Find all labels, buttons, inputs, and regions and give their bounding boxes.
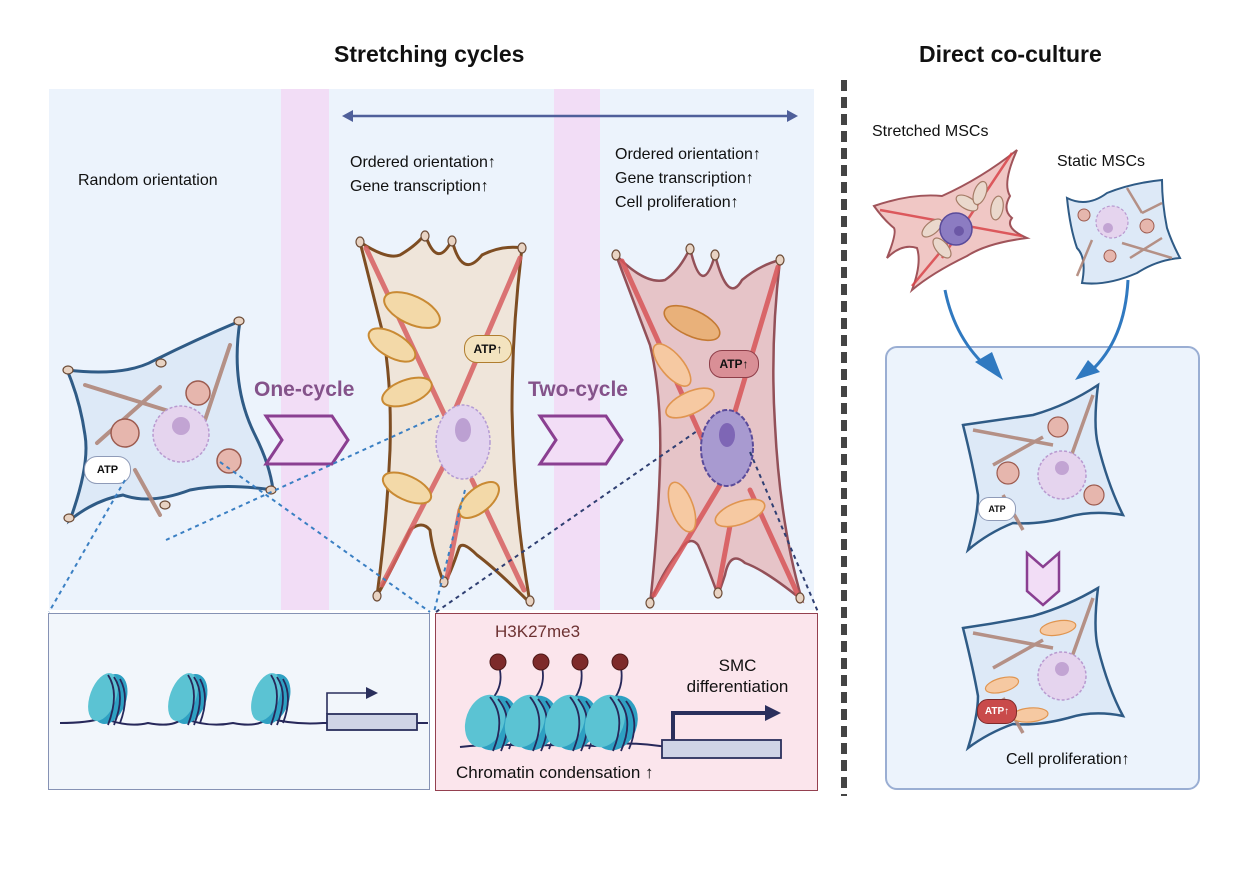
stretched-mscs-label: Stretched MSCs — [872, 123, 989, 140]
gene-box — [326, 713, 418, 731]
static-msc-cell — [1065, 178, 1182, 285]
mitochondria-round — [110, 380, 242, 474]
mitochondria-elongated — [367, 291, 500, 519]
one-cycle-cell — [355, 230, 535, 608]
label-ordered-orientation: Ordered orientation↑ — [350, 154, 496, 171]
coculture-atp-before: ATP — [978, 497, 1016, 521]
gene-box — [661, 739, 782, 759]
two-cycle-cell — [611, 243, 805, 609]
label-gene-transcription: Gene transcription↑ — [350, 178, 489, 195]
condensed-chromatin-diagram — [459, 653, 782, 759]
coculture-cell-after — [961, 585, 1126, 752]
stretched-msc-cell — [872, 149, 1031, 294]
stage-2-label: Ordered orientation↑ Gene transcription↑ — [350, 151, 496, 199]
nucleosome — [251, 673, 291, 726]
atp-badge-stage-3: ATP↑ — [709, 350, 759, 378]
two-cycle-chevron — [537, 414, 624, 466]
transcription-arrow-large — [671, 705, 781, 740]
stage-3-label: Ordered orientation↑ Gene transcription↑… — [615, 143, 761, 215]
nucleosome — [168, 673, 208, 726]
mitochondria — [652, 304, 766, 533]
one-cycle-label: One-cycle — [254, 378, 355, 401]
coculture-atp-after: ATP↑ — [977, 699, 1017, 724]
nucleosome — [584, 694, 638, 752]
label-random-orientation: Random orientation — [78, 172, 218, 189]
atp-badge-stage-2: ATP↑ — [464, 335, 512, 363]
direct-coculture-title: Direct co-culture — [919, 41, 1102, 67]
stretch-direction-arrow — [342, 110, 798, 122]
section-divider — [841, 80, 847, 796]
focal-adhesions — [62, 316, 277, 523]
nucleosome — [88, 673, 128, 726]
nucleosome — [464, 694, 518, 752]
stage-1-label: Random orientation — [78, 169, 218, 193]
chromatin-condensation-label: Chromatin condensation ↑ — [456, 763, 654, 782]
coculture-cell-before — [961, 382, 1126, 554]
label-smc: SMC — [718, 656, 757, 675]
open-chromatin-diagram — [59, 673, 428, 731]
label-ordered-orientation: Ordered orientation↑ — [615, 146, 761, 163]
coculture-result-label: Cell proliferation↑ — [1006, 751, 1130, 768]
label-cell-proliferation: Cell proliferation↑ — [615, 194, 739, 211]
stretch-band-2 — [554, 89, 600, 610]
transcription-arrow-small — [326, 687, 378, 714]
h3k27me3-label: H3K27me3 — [495, 622, 581, 641]
two-cycle-label: Two-cycle — [528, 378, 628, 401]
stretching-cycles-title: Stretching cycles — [334, 41, 525, 67]
label-gene-transcription: Gene transcription↑ — [615, 170, 754, 187]
atp-badge-stage-1: ATP — [84, 456, 131, 484]
smc-differentiation-label: SMC differentiation — [680, 655, 795, 697]
nucleus-condensed — [700, 409, 754, 487]
label-differentiation: differentiation — [686, 677, 789, 696]
coculture-down-chevron — [1025, 550, 1061, 607]
one-cycle-chevron — [263, 414, 350, 466]
static-mscs-label: Static MSCs — [1057, 153, 1146, 170]
h3k27me3-marks — [489, 653, 629, 699]
